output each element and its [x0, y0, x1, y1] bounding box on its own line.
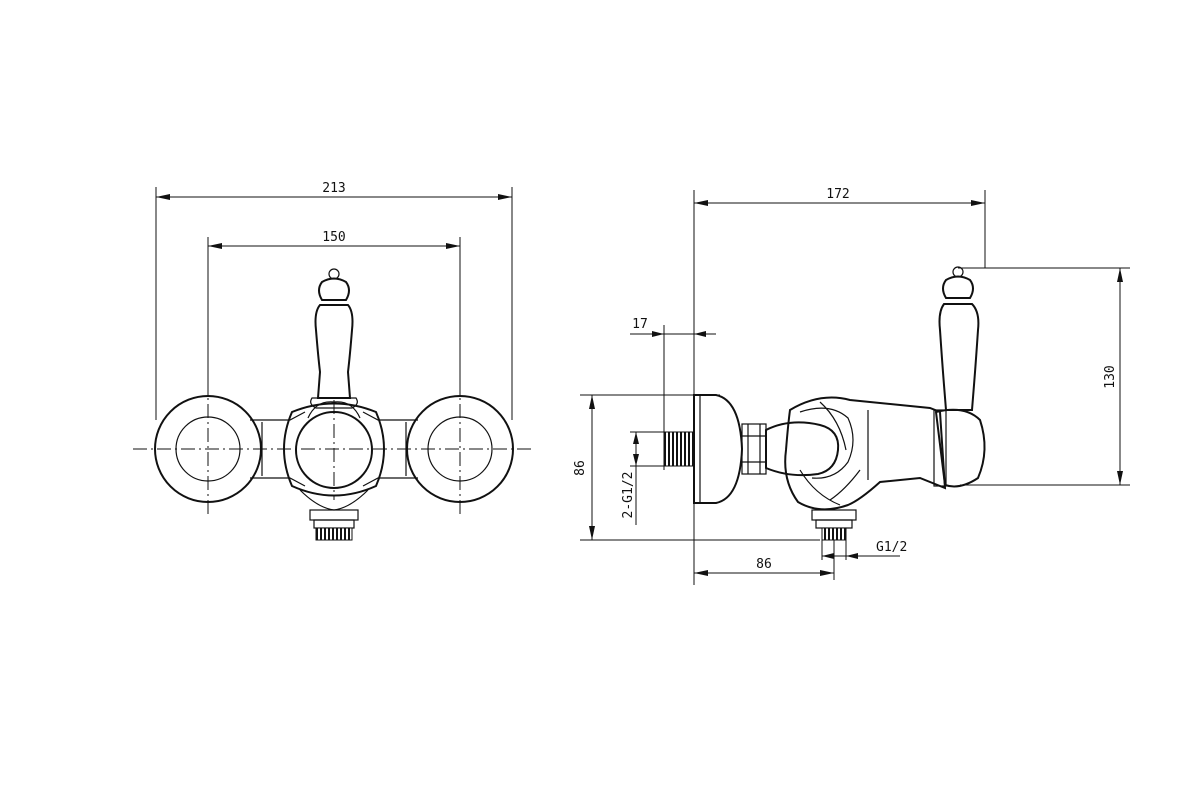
left-flange — [154, 395, 262, 503]
dimension-213: 213 — [156, 181, 512, 200]
dim-label-150: 150 — [322, 230, 345, 245]
dim-label-17: 17 — [632, 317, 648, 332]
dim-label-86-horizontal: 86 — [756, 557, 772, 572]
side-outlet — [811, 509, 857, 541]
dimension-86-horizontal: 86 — [694, 540, 835, 580]
hex-nut — [741, 423, 767, 475]
side-flange — [693, 394, 744, 504]
front-view: 213 150 — [133, 181, 535, 541]
front-outlet — [309, 509, 359, 541]
mixer-body — [283, 401, 385, 511]
dim-label-130: 130 — [1103, 365, 1118, 388]
dimension-2-g1-2: 2-G1/2 — [621, 431, 664, 525]
dimension-130: 130 — [958, 267, 1130, 486]
dimension-172: 172 — [694, 187, 985, 206]
dimension-g1-2: G1/2 — [821, 540, 907, 560]
dimension-150: 150 — [208, 230, 460, 249]
dim-label-213: 213 — [322, 181, 345, 196]
dim-label-2-g1-2: 2-G1/2 — [621, 472, 636, 519]
dim-label-86-vertical: 86 — [573, 460, 588, 476]
side-view: 172 17 86 2-G1/2 — [573, 187, 1130, 585]
right-flange — [406, 395, 514, 503]
inlet-thread — [663, 431, 695, 467]
lever-handle — [310, 268, 358, 409]
side-lever-handle — [938, 266, 980, 411]
dim-label-g1-2: G1/2 — [876, 540, 907, 555]
dimension-86-vertical: 86 — [573, 394, 820, 541]
dim-label-172: 172 — [826, 187, 849, 202]
side-body — [765, 396, 947, 511]
